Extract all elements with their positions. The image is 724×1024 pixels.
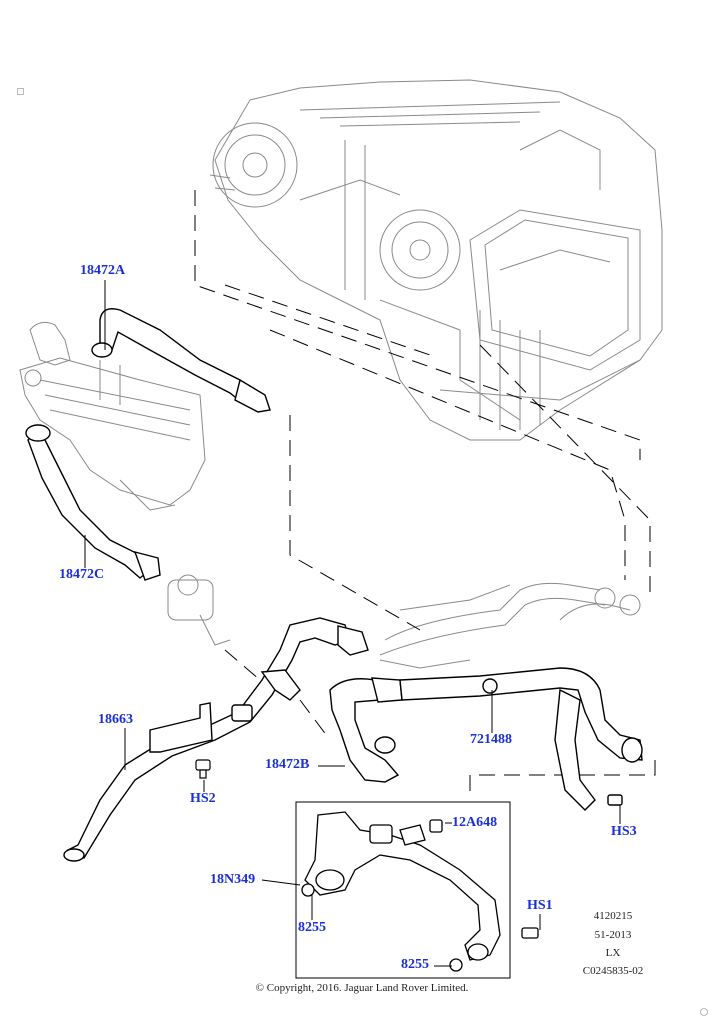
label-18472C[interactable]: 18472C [59,567,105,582]
hose-18472C-drawing [25,424,161,581]
bracket-18N349-drawing [301,811,539,972]
copyright-notice: © Copyright, 2016. Jaguar Land Rover Lim… [255,982,469,994]
dashed-leaders [194,190,656,800]
reference-line-2: 51-2013 [594,929,632,941]
hvac-unit-drawing [209,79,663,441]
bolt-HS2-drawing [195,759,211,779]
hose-721488-drawing [399,667,643,811]
water-valve-drawing [167,574,231,646]
page-corner-marker [17,88,24,95]
page-corner-marker-circle [700,1008,708,1016]
label-18N349[interactable]: 18N349 [210,872,256,887]
label-HS3[interactable]: HS3 [611,824,637,839]
label-leaders [84,280,621,967]
hose-18472B-drawing [329,677,403,783]
reference-line-4: C0245835-02 [582,965,644,977]
label-8255-bottom[interactable]: 8255 [401,957,429,972]
reference-line-1: 4120215 [593,910,633,922]
hose-18472A-drawing [91,308,271,413]
label-18472B[interactable]: 18472B [265,757,310,772]
label-721488[interactable]: 721488 [470,732,512,747]
label-HS2[interactable]: HS2 [190,791,216,806]
label-HS1[interactable]: HS1 [527,898,553,913]
label-18472A[interactable]: 18472A [80,263,126,278]
hose-18663-drawing [63,617,369,862]
reference-line-3: LX [605,947,621,959]
label-8255-left[interactable]: 8255 [298,920,326,935]
label-12A648[interactable]: 12A648 [452,815,498,830]
auxiliary-heater-drawing [19,321,206,511]
pipe-bundle-drawing [379,582,641,669]
label-18663[interactable]: 18663 [98,712,133,727]
inset-box [295,801,511,979]
